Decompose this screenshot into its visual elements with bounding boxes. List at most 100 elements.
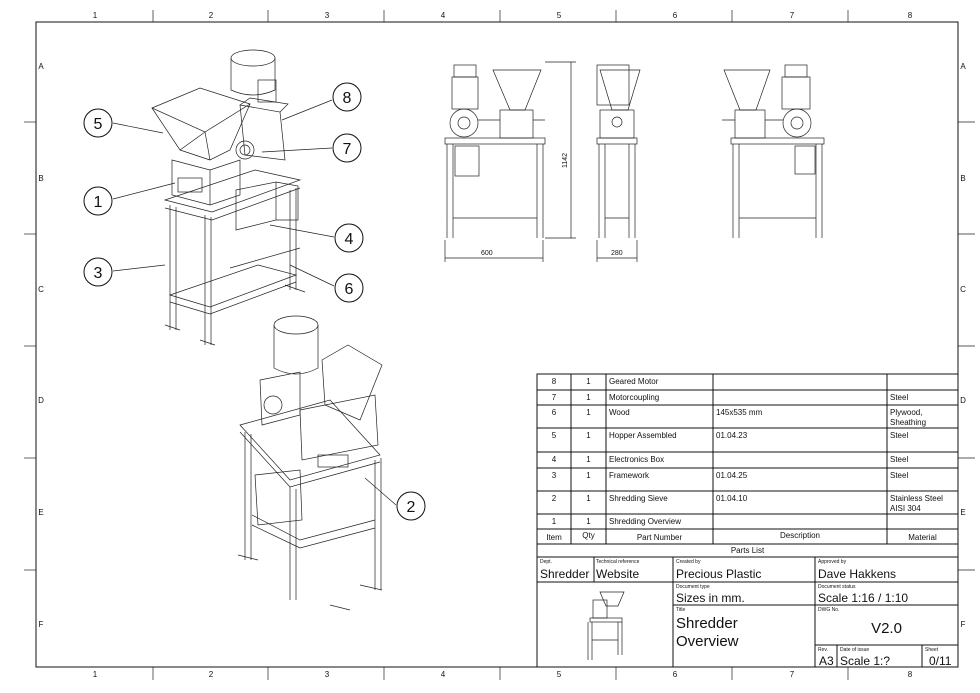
column-label: 2 <box>209 670 214 679</box>
dim-height: 1142 <box>562 153 569 168</box>
parts-cell-qty: 1 <box>586 431 591 440</box>
title-line2: Overview <box>676 633 739 650</box>
row-label: B <box>38 174 43 183</box>
created-value: Precious Plastic <box>676 567 762 581</box>
row-label: E <box>960 508 965 517</box>
doctype-label: Document type <box>676 584 710 590</box>
parts-list-title: Parts List <box>730 546 765 555</box>
balloon-5: 5 <box>83 108 113 138</box>
svg-text:2: 2 <box>407 499 416 516</box>
column-label: 5 <box>557 670 562 679</box>
column-label: 4 <box>441 11 446 20</box>
isometric-view-rear <box>237 315 383 611</box>
parts-cell-material: Steel <box>890 393 909 402</box>
balloon-2: 2 <box>396 491 426 521</box>
column-label: 3 <box>325 670 330 679</box>
parts-cell-qty: 1 <box>586 517 591 526</box>
column-label: 2 <box>209 11 214 20</box>
column-label: 7 <box>790 670 795 679</box>
svg-text:4: 4 <box>345 231 354 248</box>
parts-cell-item: 2 <box>551 494 557 503</box>
parts-cell-part-number: Geared Motor <box>609 377 659 386</box>
dim-width: 600 <box>481 250 493 257</box>
parts-cell-description: 145x535 mm <box>716 408 763 417</box>
parts-cell-part-number: Shredding Sieve <box>609 494 668 503</box>
parts-cell-part-number: Wood <box>609 408 630 417</box>
header-description: Description <box>779 531 820 540</box>
parts-list-grid <box>536 373 959 668</box>
parts-cell-qty: 1 <box>586 377 591 386</box>
svg-text:7: 7 <box>343 141 352 158</box>
parts-cell-item: 5 <box>551 431 557 440</box>
approved-label: Approved by <box>818 559 847 565</box>
parts-cell-description: 01.04.23 <box>716 431 748 440</box>
created-label: Created by <box>676 559 701 565</box>
column-label: 6 <box>673 11 678 20</box>
column-label: 1 <box>93 670 98 679</box>
rear-view <box>722 64 825 238</box>
parts-cell-item: 6 <box>551 408 557 417</box>
rev-value: A3 <box>819 654 834 668</box>
zone-ticks <box>24 10 975 680</box>
column-label: 6 <box>673 670 678 679</box>
header-part-number: Part Number <box>636 533 683 542</box>
parts-cell-material: Steel <box>890 471 909 480</box>
approved-value: Dave Hakkens <box>818 567 897 581</box>
parts-cell-item: 4 <box>551 455 557 464</box>
column-label: 4 <box>441 670 446 679</box>
dimension-lines <box>444 61 638 262</box>
column-label: 3 <box>325 11 330 20</box>
column-label: 8 <box>908 11 913 20</box>
row-label: D <box>38 396 44 405</box>
column-label: 8 <box>908 670 913 679</box>
row-label: A <box>960 62 966 71</box>
row-label: A <box>38 62 44 71</box>
parts-cell-part-number: Framework <box>609 471 650 480</box>
balloon-8: 8 <box>332 82 362 112</box>
svg-text:8: 8 <box>343 90 352 107</box>
parts-cell-item: 1 <box>551 517 557 526</box>
column-label: 1 <box>93 11 98 20</box>
parts-cell-item: 7 <box>551 393 557 402</box>
parts-cell-material: Steel <box>890 431 909 440</box>
parts-cell-qty: 1 <box>586 455 591 464</box>
parts-cell-qty: 1 <box>586 471 591 480</box>
parts-cell-item: 3 <box>551 471 557 480</box>
row-label: C <box>960 285 966 294</box>
date-label: Date of issue <box>840 647 870 653</box>
title-line1: Shredder <box>676 615 738 632</box>
row-label: C <box>38 285 44 294</box>
row-label: E <box>38 508 43 517</box>
svg-text:6: 6 <box>345 281 354 298</box>
svg-text:5: 5 <box>94 116 103 133</box>
column-label: 5 <box>557 11 562 20</box>
isometric-view-front <box>151 49 306 346</box>
techref-value: Website <box>596 567 640 581</box>
svg-text:3: 3 <box>94 265 103 282</box>
balloon-7: 7 <box>332 133 362 163</box>
parts-cell-description: 01.04.10 <box>716 494 748 503</box>
svg-text:1: 1 <box>94 194 103 211</box>
dept-value: Shredder <box>540 567 590 581</box>
dim-depth: 280 <box>611 250 623 257</box>
rev-label: Rev. <box>818 647 828 653</box>
row-label: B <box>960 174 965 183</box>
sheet-label: Sheet <box>925 647 939 653</box>
front-view <box>444 64 546 238</box>
balloon-3: 3 <box>83 257 113 287</box>
header-item: Item <box>546 533 562 542</box>
parts-cell-part-number: Shredding Overview <box>609 517 682 526</box>
dwg-label: DWG No. <box>818 607 840 613</box>
balloon-1: 1 <box>83 186 113 216</box>
row-label: F <box>39 620 44 629</box>
parts-cell-part-number: Hopper Assembled <box>609 431 677 440</box>
parts-cell-material: Steel <box>890 455 909 464</box>
balloon-leaders <box>112 99 397 506</box>
header-qty: Qty <box>582 531 595 540</box>
parts-cell-qty: 1 <box>586 494 591 503</box>
parts-cell-part-number: Motorcoupling <box>609 393 660 402</box>
column-label: 7 <box>790 11 795 20</box>
drawing-frame <box>35 21 959 668</box>
techref-label: Technical reference <box>596 559 640 565</box>
